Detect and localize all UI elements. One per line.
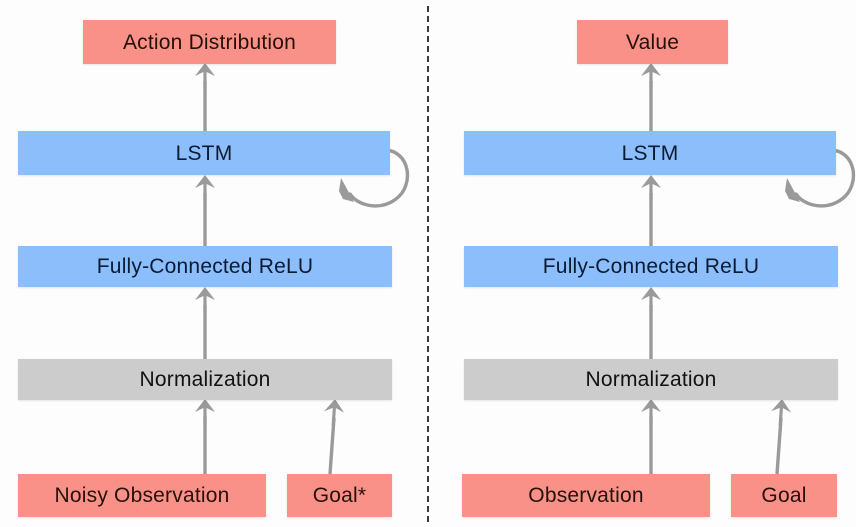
node-goal-value[interactable]: Goal bbox=[731, 474, 837, 517]
node-fully-connected-relu-policy[interactable]: Fully-Connected ReLU bbox=[18, 246, 392, 287]
node-action-distribution[interactable]: Action Distribution bbox=[83, 20, 336, 64]
node-noisy-observation[interactable]: Noisy Observation bbox=[18, 474, 266, 517]
edge-dense-to-lstm bbox=[195, 175, 215, 246]
edge-observation-to-normalization bbox=[641, 399, 661, 474]
edge-dense-to-lstm-right bbox=[641, 175, 661, 246]
edge-noisy-observation-to-normalization bbox=[195, 399, 215, 474]
panel-divider bbox=[427, 6, 429, 522]
node-normalization-policy[interactable]: Normalization bbox=[18, 359, 392, 400]
edge-goal-right-to-normalization bbox=[770, 398, 792, 475]
node-observation[interactable]: Observation bbox=[462, 474, 710, 517]
node-value[interactable]: Value bbox=[577, 20, 728, 64]
node-goal-policy[interactable]: Goal* bbox=[287, 474, 392, 517]
edge-goal-to-normalization bbox=[323, 398, 345, 475]
node-fully-connected-relu-value[interactable]: Fully-Connected ReLU bbox=[464, 246, 838, 287]
node-normalization-value[interactable]: Normalization bbox=[464, 359, 838, 400]
edge-normalization-to-dense-right bbox=[641, 287, 661, 359]
edge-lstm-to-output bbox=[195, 63, 215, 131]
edge-normalization-to-dense bbox=[195, 287, 215, 359]
edge-lstm-to-value bbox=[641, 63, 661, 131]
node-lstm-value[interactable]: LSTM bbox=[464, 131, 836, 175]
node-lstm-policy[interactable]: LSTM bbox=[18, 131, 390, 175]
